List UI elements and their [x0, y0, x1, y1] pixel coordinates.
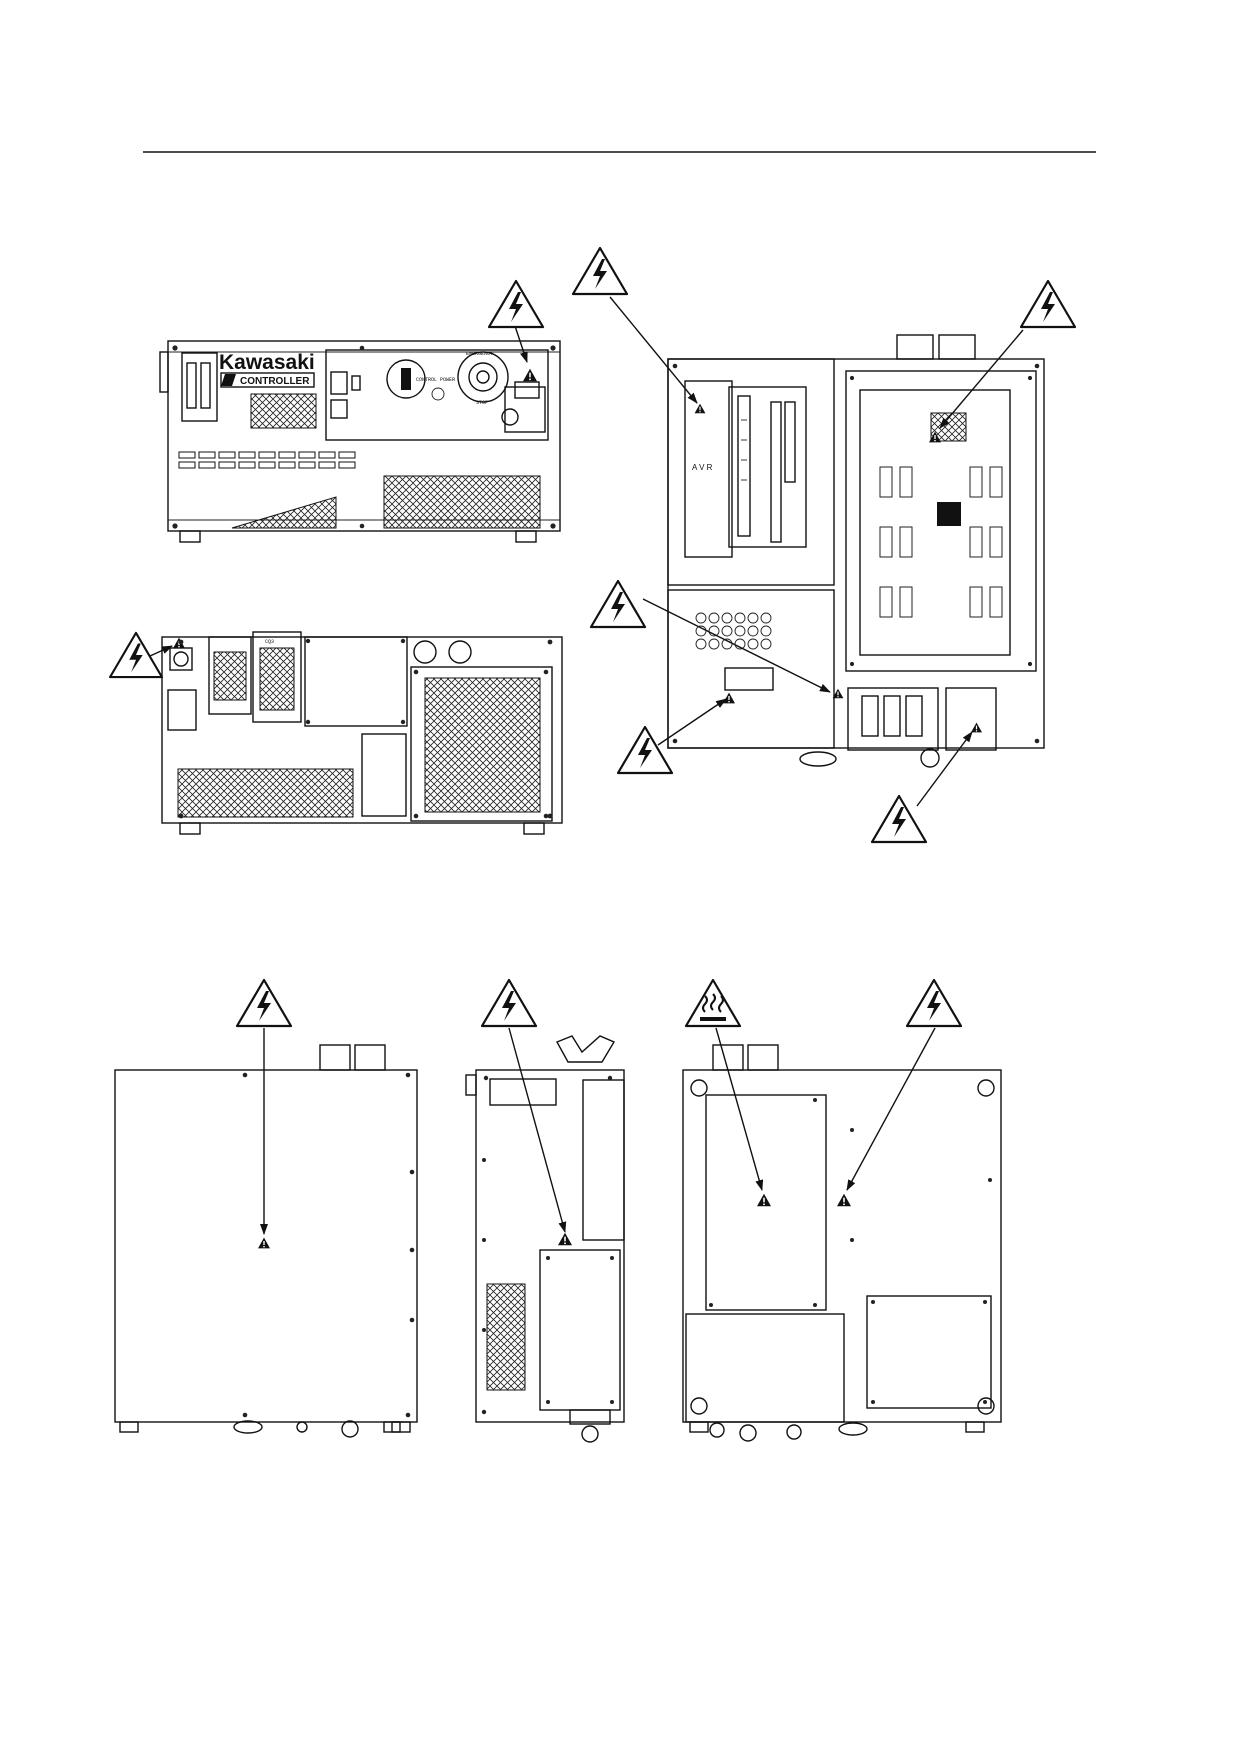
leader-power-board: [939, 329, 1024, 429]
leader-hot-surface: [715, 1027, 764, 1191]
control-power-label: CONTROL POWER: [416, 377, 455, 383]
stop-label: STOP: [476, 400, 488, 406]
high-voltage-warning-icon: [235, 978, 293, 1028]
high-voltage-warning-icon: [870, 794, 928, 844]
high-voltage-warning-icon: [480, 978, 538, 1028]
rear-panel-view: CQ3: [161, 631, 563, 835]
interior-view: A V R: [667, 334, 1045, 768]
left-side-view: [114, 1044, 418, 1438]
front-vent-slots: [178, 451, 356, 469]
high-voltage-warning-icon: [571, 246, 629, 296]
brand-logo-text: Kawasaki: [219, 351, 315, 374]
back-view: [682, 1044, 1002, 1442]
leader-rear-panel: [149, 645, 173, 657]
high-voltage-warning-icon: [108, 631, 164, 679]
leader-back-right: [846, 1027, 936, 1191]
emergency-label: EMERGENCY: [466, 351, 493, 357]
high-voltage-warning-icon: [1019, 279, 1077, 329]
narrow-side-view: [465, 1035, 625, 1443]
leader-low-left: [657, 698, 727, 746]
front-panel-view: Kawasaki CONTROLLER CONTROL POWER EMERGE…: [159, 340, 561, 543]
leader-front-panel: [514, 325, 528, 363]
hot-surface-warning-icon: [684, 978, 742, 1028]
high-voltage-warning-icon: [589, 579, 647, 629]
leader-avr: [609, 296, 698, 404]
leader-mid-left: [642, 598, 831, 693]
avr-label: A V R: [692, 463, 713, 472]
high-voltage-warning-icon: [487, 279, 545, 329]
leader-narrow-side: [508, 1027, 567, 1233]
controller-label: CONTROLLER: [240, 376, 310, 387]
high-voltage-warning-icon: [905, 978, 963, 1028]
connector-label: CQ3: [265, 639, 274, 645]
leader-low-right: [916, 731, 973, 807]
high-voltage-warning-icon: [616, 725, 674, 775]
